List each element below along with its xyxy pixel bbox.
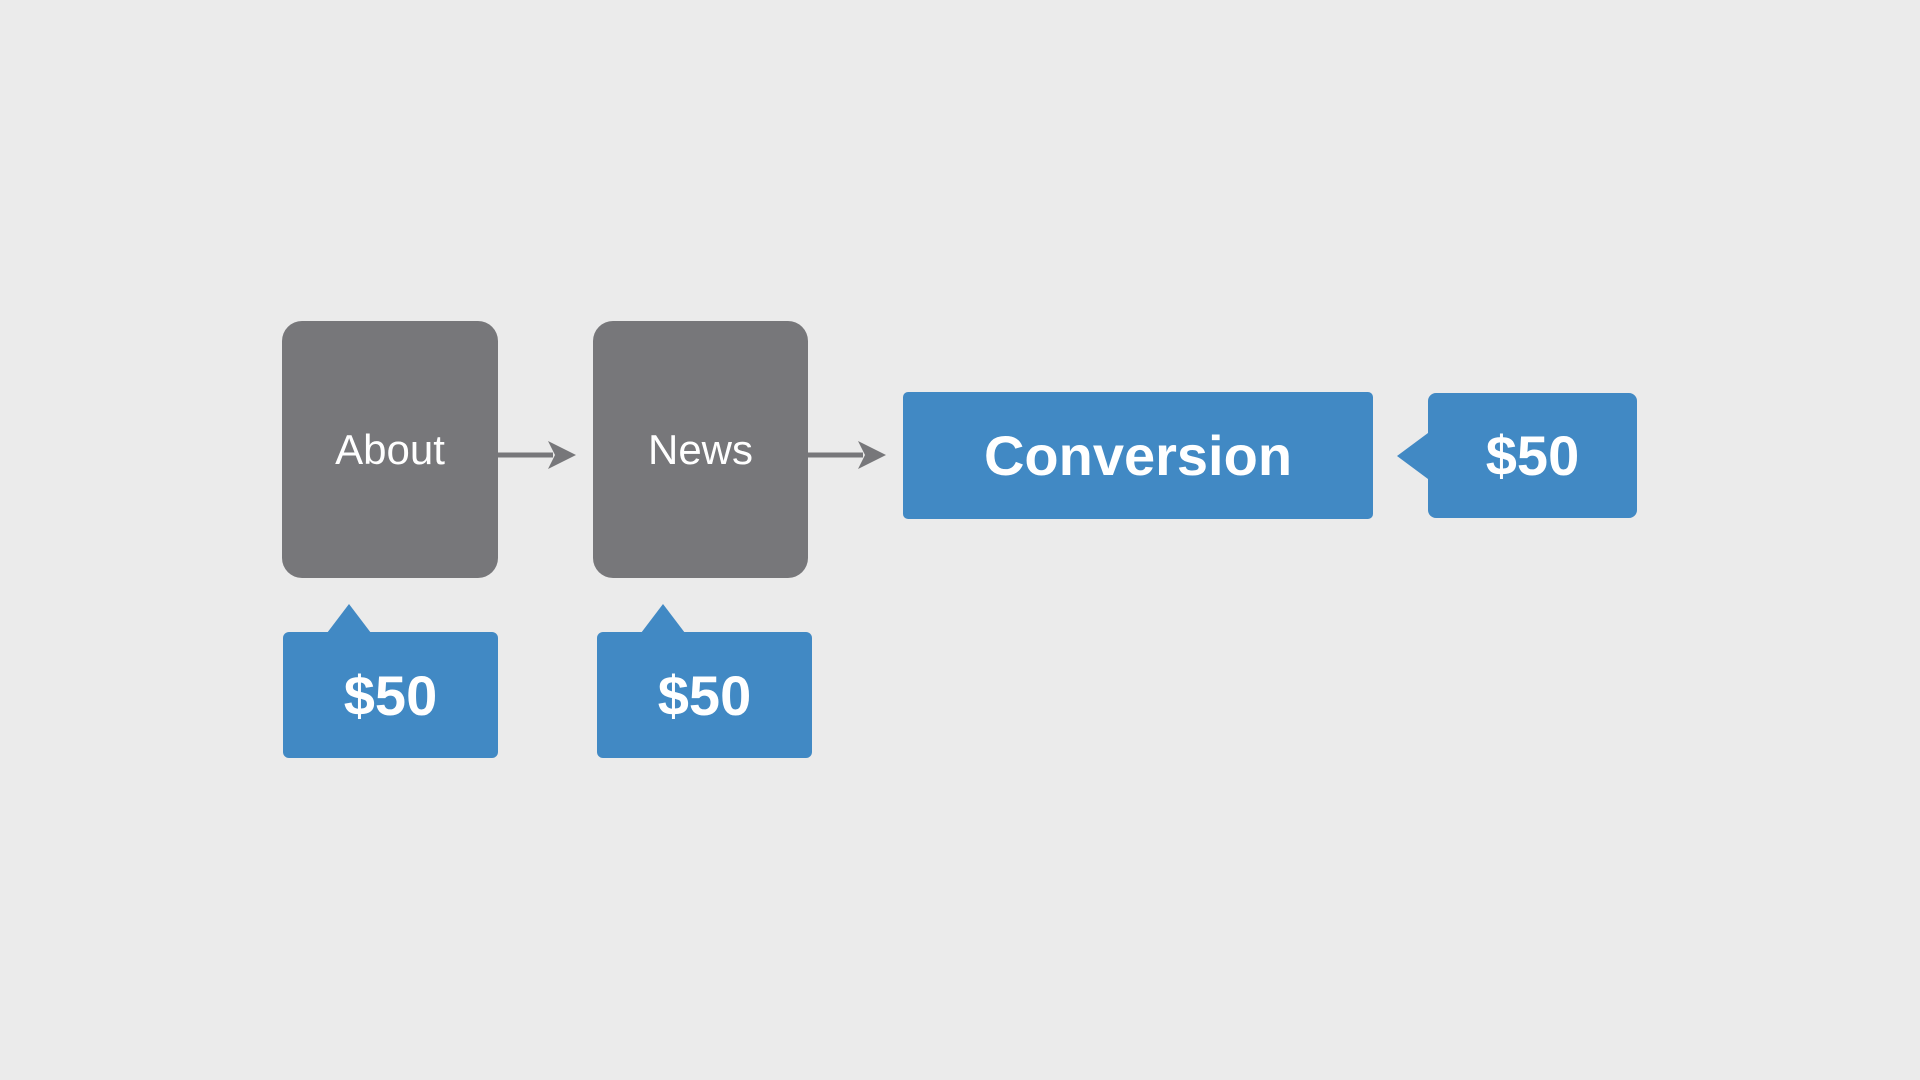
flow-arrow-right-icon [807,441,886,469]
node-about-label: About [335,425,445,473]
callout-about-value-label: $50 [343,663,438,727]
node-news: News [593,321,808,578]
callout-conversion-value: $50 [1428,393,1637,518]
callout-news-value-label: $50 [657,663,752,727]
node-news-label: News [647,425,754,473]
callout-conversion-value-label: $50 [1485,424,1580,487]
node-conversion-label: Conversion [983,424,1293,487]
flow-arrow-right-icon [497,441,576,469]
node-about: About [282,321,498,578]
node-conversion: Conversion [903,392,1373,519]
callout-news-value: $50 [597,604,812,758]
callout-about-value: $50 [283,604,498,758]
